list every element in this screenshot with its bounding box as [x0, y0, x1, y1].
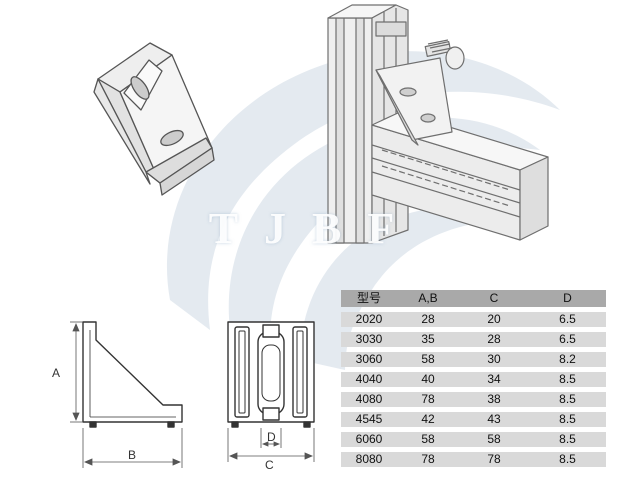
cell-ab: 58: [397, 432, 459, 447]
cell-d: 6.5: [529, 332, 606, 347]
cell-d: 6.5: [529, 312, 606, 327]
table-row: 4080 78 38 8.5: [341, 392, 606, 407]
bracket-side-view: [82, 321, 183, 428]
cell-model: 2020: [341, 312, 397, 327]
cell-model: 3030: [341, 332, 397, 347]
cell-c: 20: [459, 312, 529, 327]
bracket-3d-illustration: [93, 42, 215, 196]
cell-model: 4040: [341, 372, 397, 387]
watermark-swirl: [166, 51, 560, 370]
cell-d: 8.5: [529, 412, 606, 427]
table-row: 4545 42 43 8.5: [341, 412, 606, 427]
specification-table: 型号 A,B C D 2020 28 20 6.5 3030 35 28 6.5…: [341, 285, 606, 472]
column-header-d: D: [529, 290, 606, 307]
cell-ab: 28: [397, 312, 459, 327]
cell-c: 78: [459, 452, 529, 467]
bracket-front-view: [227, 321, 315, 428]
table-row: 8080 78 78 8.5: [341, 452, 606, 467]
dimension-label-d: D: [267, 430, 276, 444]
cell-d: 8.5: [529, 372, 606, 387]
watermark-text: TJBF: [208, 204, 421, 253]
column-header-model: 型号: [341, 290, 397, 307]
cell-ab: 35: [397, 332, 459, 347]
cell-c: 28: [459, 332, 529, 347]
table-row: 3060 58 30 8.2: [341, 352, 606, 367]
cell-model: 8080: [341, 452, 397, 467]
cell-c: 30: [459, 352, 529, 367]
cell-c: 58: [459, 432, 529, 447]
table-row: 3030 35 28 6.5: [341, 332, 606, 347]
cell-ab: 42: [397, 412, 459, 427]
table-row: 2020 28 20 6.5: [341, 312, 606, 327]
column-header-ab: A,B: [397, 290, 459, 307]
column-header-c: C: [459, 290, 529, 307]
cell-d: 8.5: [529, 452, 606, 467]
cell-model: 3060: [341, 352, 397, 367]
cell-model: 4545: [341, 412, 397, 427]
dimension-label-a: A: [52, 366, 61, 380]
cell-ab: 78: [397, 392, 459, 407]
table-row: 6060 58 58 8.5: [341, 432, 606, 447]
table-header-row: 型号 A,B C D: [341, 290, 606, 307]
table-row: 4040 40 34 8.5: [341, 372, 606, 387]
cell-ab: 40: [397, 372, 459, 387]
dimension-label-c: C: [265, 458, 274, 472]
cell-c: 43: [459, 412, 529, 427]
dimension-lines-a-b: [70, 321, 183, 468]
cell-d: 8.5: [529, 432, 606, 447]
cell-ab: 78: [397, 452, 459, 467]
dimension-lines-c-d: [227, 428, 315, 462]
cell-ab: 58: [397, 352, 459, 367]
profile-assembly-illustration: [327, 4, 549, 244]
cell-c: 38: [459, 392, 529, 407]
cell-c: 34: [459, 372, 529, 387]
dimension-label-b: B: [128, 448, 137, 462]
cell-model: 4080: [341, 392, 397, 407]
cell-d: 8.5: [529, 392, 606, 407]
cell-model: 6060: [341, 432, 397, 447]
cell-d: 8.2: [529, 352, 606, 367]
